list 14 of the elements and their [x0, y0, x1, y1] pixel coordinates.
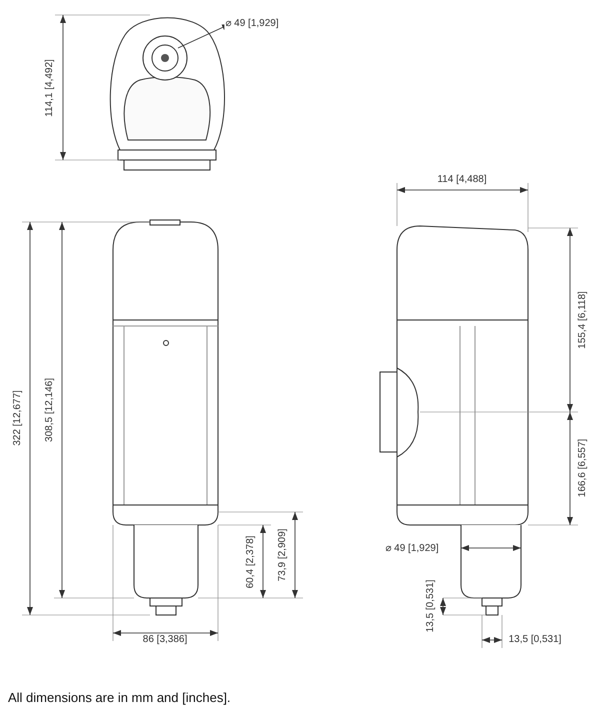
dimension-label: ⌀ 49 [1,929] [384, 543, 440, 555]
dimension-label: 166,6 [6,557] [577, 438, 589, 498]
dimension-label: 114,1 [4,492] [44, 58, 56, 118]
dimension-label: 13,5 [0,531] [425, 578, 437, 634]
dimension-label: 155,4 [6,118] [577, 290, 589, 350]
dimension-label: 13,5 [0,531] [508, 634, 562, 646]
dimension-label: 60,4 [2,378] [245, 534, 257, 590]
dimension-label: 86 [3,386] [142, 634, 188, 646]
dimension-label: 73,9 [2,909] [277, 528, 289, 582]
caption: All dimensions are in mm and [inches]. [8, 690, 231, 705]
dimension-label: 308,5 [12,146] [44, 377, 56, 443]
dimension-label: ⌀ 49 [1,929] [224, 18, 280, 30]
dimension-label: 322 [12,677] [12, 389, 24, 447]
dimension-label: 114 [4,488] [436, 174, 488, 186]
